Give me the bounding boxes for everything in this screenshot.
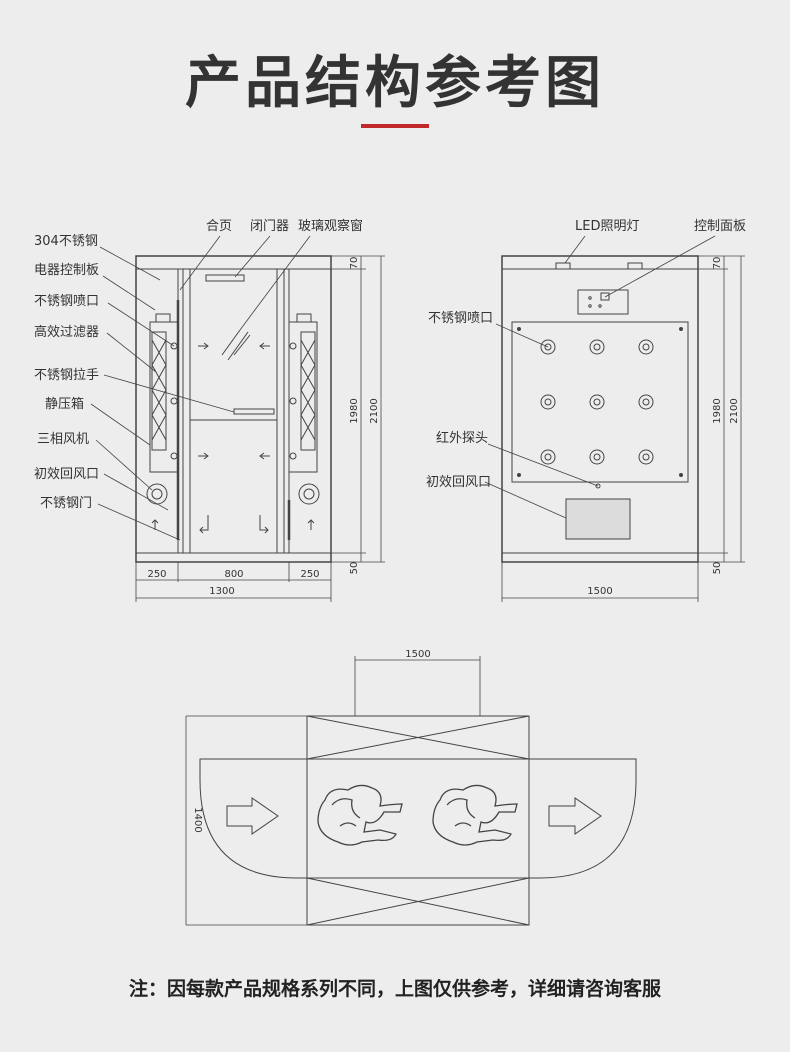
label-control-panel: 控制面板 bbox=[694, 219, 746, 234]
front-dim-bottom: 50 bbox=[349, 562, 360, 575]
side-inner-panel bbox=[511, 321, 689, 483]
left-nozzles bbox=[170, 342, 178, 460]
led-light-left bbox=[555, 262, 571, 270]
corner-bolts bbox=[517, 327, 683, 477]
label-led-light: LED照明灯 bbox=[575, 219, 639, 234]
title-underline bbox=[361, 124, 429, 128]
side-dim-total-height: 2100 bbox=[729, 398, 740, 423]
label-front-nozzle: 不锈钢喷口 bbox=[34, 294, 99, 309]
side-horizontal-dims bbox=[501, 562, 699, 602]
front-air-arrows bbox=[151, 342, 315, 534]
front-horizontal-dims bbox=[135, 562, 332, 602]
page-title: 产品结构参考图 bbox=[185, 51, 605, 116]
left-flow-arrow bbox=[226, 797, 279, 835]
top-dim-width: 1500 bbox=[405, 649, 430, 660]
door-handle bbox=[233, 408, 275, 415]
front-vertical-dims bbox=[331, 255, 385, 563]
label-fan: 三相风机 bbox=[37, 432, 89, 447]
label-handle: 不锈钢拉手 bbox=[34, 368, 99, 383]
side-vertical-dims bbox=[698, 255, 745, 563]
side-view bbox=[484, 235, 745, 602]
top-chamber-outline bbox=[199, 758, 637, 879]
label-control-board: 电器控制板 bbox=[34, 263, 99, 278]
front-view bbox=[90, 235, 385, 602]
label-side-nozzle: 不锈钢喷口 bbox=[428, 311, 493, 326]
led-light-right bbox=[627, 262, 643, 270]
label-side-return-vent: 初效回风口 bbox=[426, 475, 491, 490]
label-plenum: 静压箱 bbox=[45, 396, 84, 412]
side-dim-top: 70 bbox=[712, 257, 723, 270]
right-flow-arrow bbox=[548, 797, 602, 835]
label-ir-sensor: 红外探头 bbox=[436, 430, 488, 446]
front-dim-total-height: 2100 bbox=[369, 398, 380, 423]
right-fan bbox=[298, 483, 320, 505]
label-door: 不锈钢门 bbox=[40, 496, 92, 511]
side-dim-width: 1500 bbox=[587, 586, 612, 597]
side-dim-middle: 1980 bbox=[712, 398, 723, 423]
left-fan bbox=[146, 483, 168, 505]
side-dim-bottom: 50 bbox=[712, 562, 723, 575]
front-dim-middle: 1980 bbox=[349, 398, 360, 423]
front-door bbox=[189, 268, 278, 554]
side-control-panel bbox=[577, 289, 629, 315]
side-leaders bbox=[484, 235, 716, 519]
label-closer: 闭门器 bbox=[250, 219, 289, 234]
front-dim-left: 250 bbox=[147, 569, 166, 580]
front-dim-right: 250 bbox=[300, 569, 319, 580]
label-window: 玻璃观察窗 bbox=[298, 218, 363, 234]
person-left-icon bbox=[317, 784, 403, 846]
label-front-return-vent: 初效回风口 bbox=[34, 467, 99, 482]
label-304-steel: 304不锈钢 bbox=[34, 234, 98, 249]
disclaimer-note: 注：因每款产品规格系列不同，上图仅供参考，详细请咨询客服 bbox=[128, 978, 661, 1000]
right-nozzles bbox=[289, 342, 297, 460]
front-dim-total-width: 1300 bbox=[209, 586, 234, 597]
front-dim-center: 800 bbox=[224, 569, 243, 580]
side-nozzle-grid bbox=[540, 339, 654, 465]
front-outer-frame bbox=[135, 255, 332, 563]
front-dim-top: 70 bbox=[349, 257, 360, 270]
door-closer bbox=[205, 274, 245, 282]
top-dims bbox=[185, 656, 481, 926]
side-return-vent bbox=[565, 498, 631, 540]
front-leaders bbox=[90, 235, 311, 541]
top-dim-depth: 1400 bbox=[192, 807, 203, 832]
person-right-icon bbox=[432, 784, 518, 846]
ir-sensor bbox=[595, 483, 601, 489]
side-outer-frame bbox=[501, 255, 699, 563]
top-view bbox=[185, 656, 637, 926]
label-hepa-filter: 高效过滤器 bbox=[34, 324, 99, 340]
label-hinge: 合页 bbox=[206, 219, 232, 234]
